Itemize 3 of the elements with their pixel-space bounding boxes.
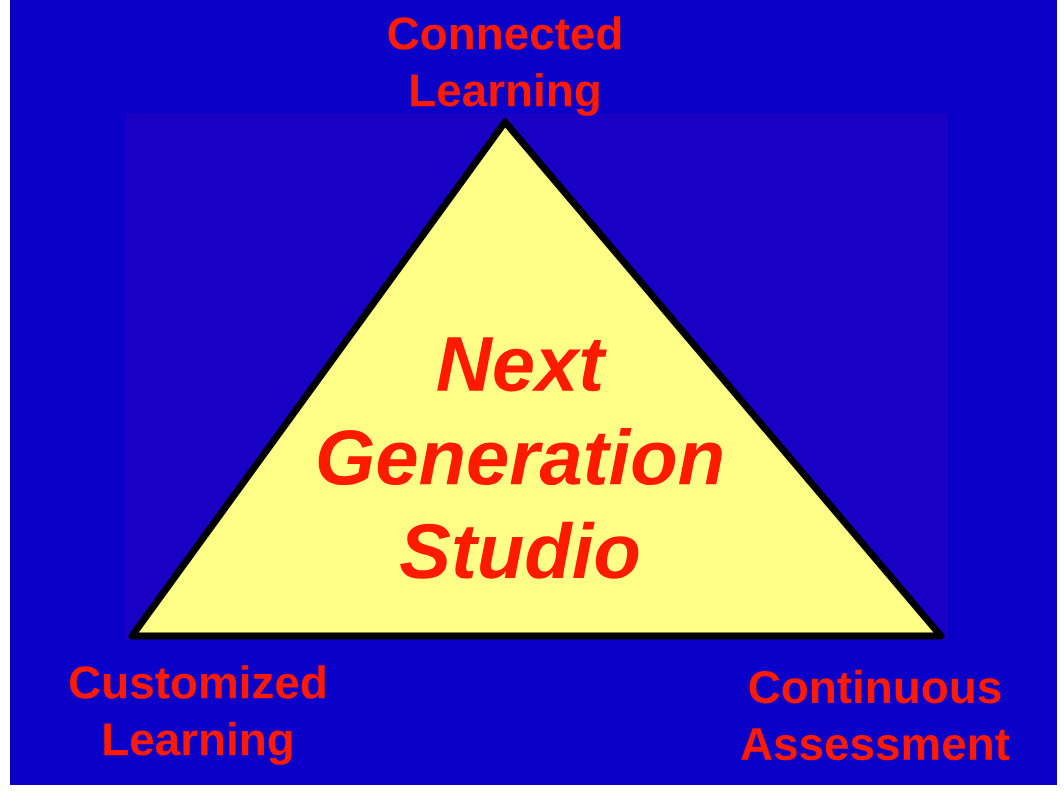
triangle: Next Generation Studio: [128, 118, 945, 640]
corner-label: Customized Learning: [70, 665, 325, 765]
corner-label: Continuous Assessment: [741, 669, 1010, 761]
